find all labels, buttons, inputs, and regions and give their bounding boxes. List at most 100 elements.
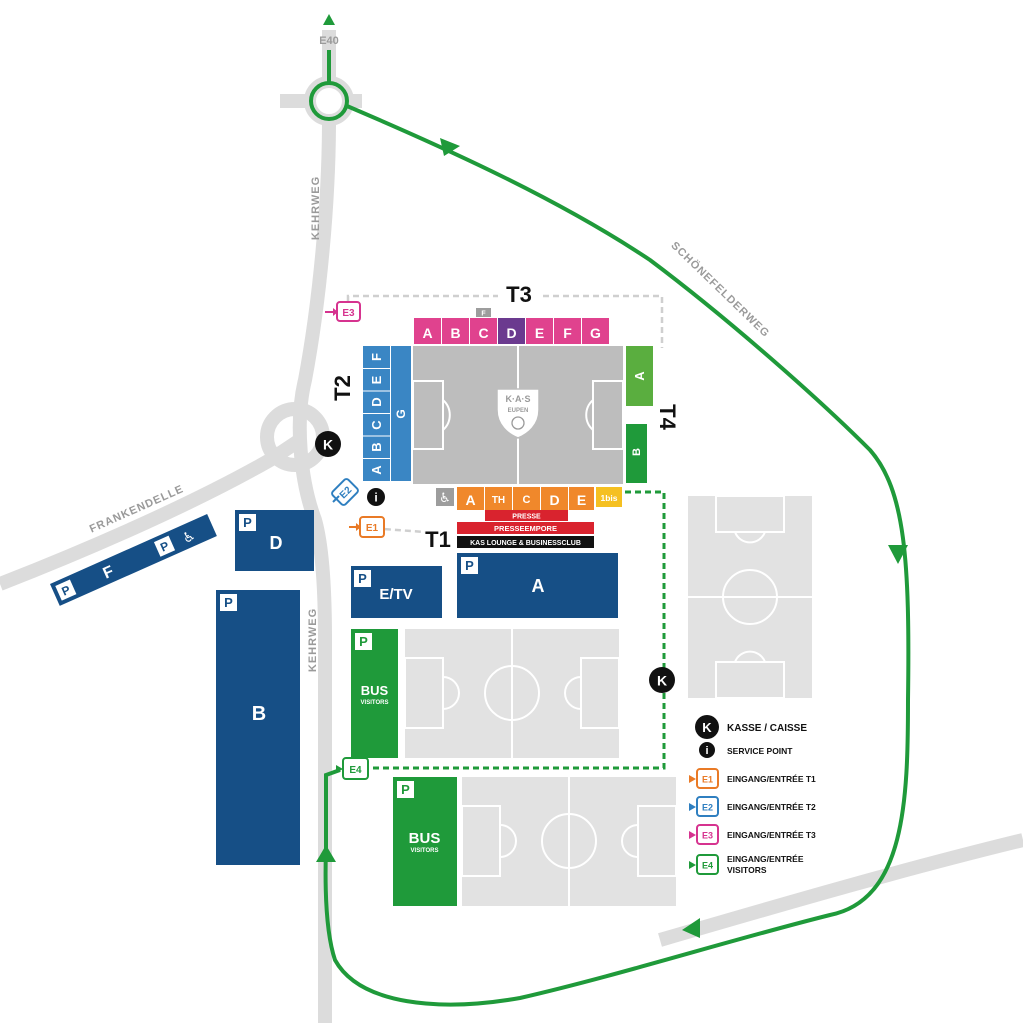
parking-b[interactable]: [216, 590, 300, 865]
parking-bus-2[interactable]: [393, 777, 457, 906]
t1-block-a[interactable]: [457, 487, 484, 510]
entrance-e2[interactable]: E2: [331, 478, 359, 506]
route-e4-branch: [324, 768, 341, 852]
kehrweg-road: [292, 119, 336, 1023]
legend-e4-icon-label: E4: [702, 861, 713, 871]
t1-block-d[interactable]: [541, 487, 568, 510]
t1-wheelchair-icon: ♿: [439, 491, 451, 506]
parking-b-label: B: [252, 703, 266, 725]
t4-block-a[interactable]: [626, 346, 653, 406]
t3-label-d: D: [506, 325, 516, 341]
legend-e1-icon: E1: [689, 768, 719, 789]
legend-e1: EINGANG/ENTRÉE T1: [727, 774, 816, 784]
t1-title: T1: [425, 527, 451, 552]
t1-lounge-bar: [457, 536, 594, 548]
parking-bus-2-p-box: [397, 781, 414, 798]
parking-a-p: P: [465, 558, 474, 573]
t2-label-f: F: [369, 353, 384, 361]
t1-presseempore: PRESSEEMPORE: [494, 524, 557, 533]
kas-logo-bottom: EUPEN: [508, 408, 529, 414]
t1-lounge: KAS LOUNGE & BUSINESSCLUB: [470, 540, 581, 547]
entrance-e1-label: E1: [366, 523, 379, 534]
legend-e2: EINGANG/ENTRÉE T2: [727, 802, 816, 812]
parking-f-strip[interactable]: P F P ♿: [50, 514, 217, 606]
entrance-e3-label: E3: [342, 308, 355, 319]
parking-e-tv-p-box: [354, 570, 371, 587]
parking-bus-1-p-box: [355, 633, 372, 650]
route-main-loop: [323, 104, 911, 1007]
legend-e2-icon-label: E2: [702, 803, 713, 813]
legend-e3: EINGANG/ENTRÉE T3: [727, 830, 816, 840]
stand-t1: ♿ A TH C D E 1bis PRESSE PRESSEEMPORE KA…: [425, 487, 622, 552]
t1-label-d: D: [549, 492, 559, 508]
t3-block-d[interactable]: [498, 318, 525, 344]
route-arrow-e40: [323, 14, 335, 25]
route-roundabout: [309, 81, 349, 121]
parking-bus-1-sub: VISITORS: [361, 700, 389, 706]
parking-a-label: A: [532, 576, 545, 596]
t2-label-g: G: [394, 409, 408, 418]
t3-block-b[interactable]: [442, 318, 469, 344]
t2-label-d: D: [369, 397, 384, 406]
kasse-marker-east[interactable]: [649, 667, 675, 693]
t2-block-labels: F E D C B A G: [369, 353, 408, 475]
parking-b-p: P: [224, 595, 233, 610]
parking-a[interactable]: [457, 553, 618, 618]
t3-label-g: G: [590, 325, 601, 341]
t3-block-c[interactable]: [470, 318, 497, 344]
service-point-marker[interactable]: [367, 488, 385, 506]
kasse-marker-west-label: K: [323, 437, 333, 453]
kasse-marker-west[interactable]: [315, 431, 341, 457]
t1-presseempore-bar: [457, 522, 594, 534]
t1-block-e[interactable]: [569, 487, 594, 510]
training-pitch-2: [461, 777, 677, 906]
route-arrow-3: [682, 918, 700, 938]
t1-block-c[interactable]: [513, 487, 540, 510]
legend-e4-icon: E4: [689, 854, 719, 875]
t2-title: T2: [330, 375, 355, 401]
route-arrows: [316, 14, 908, 938]
t3-block-e[interactable]: [526, 318, 553, 344]
t3-block-a[interactable]: [414, 318, 441, 344]
entrance-e4[interactable]: E4: [336, 757, 369, 780]
t2-label-c: C: [369, 420, 384, 430]
entrance-e1[interactable]: E1: [349, 516, 385, 538]
roads: [0, 30, 1023, 1023]
parking-bus-1-p: P: [359, 634, 368, 649]
t4-block-b[interactable]: [626, 424, 647, 483]
t3-title: T3: [506, 282, 532, 307]
t1-block-1bis[interactable]: [596, 487, 622, 507]
route-arrow-2: [888, 545, 908, 564]
stand-t4: A B T4: [626, 346, 680, 483]
parking-bus-1[interactable]: [351, 629, 398, 758]
t3-block-g[interactable]: [582, 318, 609, 344]
visitors-dashed-path: [370, 490, 666, 770]
kas-logo-ball: [511, 416, 525, 430]
t3-label-a: A: [422, 325, 432, 341]
entrance-e2-arrow: [332, 495, 340, 503]
t2-block-g[interactable]: [391, 346, 411, 481]
route-arrow-1: [440, 138, 460, 156]
schoenefelderweg-label: SCHÖNEFELDERWEG: [668, 239, 772, 340]
t4-title-bg: [654, 396, 680, 438]
parking-d-p: P: [243, 515, 252, 530]
t3-block-f[interactable]: [554, 318, 581, 344]
t1-block-th[interactable]: [485, 487, 512, 510]
legend-e4-line2: VISITORS: [727, 865, 767, 875]
stand-t3: A B C F D E F G T3: [414, 282, 609, 344]
t1-label-a: A: [465, 492, 475, 508]
t1-presse-bar: [485, 510, 568, 521]
legend-e3-icon-label: E3: [702, 831, 713, 841]
e40-label: E40: [319, 35, 339, 47]
t1-label-th: TH: [492, 495, 505, 506]
t3-f-tag: [476, 308, 491, 317]
entrance-e3[interactable]: E3: [325, 301, 361, 322]
service-point-marker-label: i: [374, 491, 377, 505]
t3-title-bg: [498, 284, 540, 306]
kas-logo-top: K·A·S: [506, 394, 531, 404]
t1-wheelchair-tag: [436, 488, 454, 506]
visitor-route: [309, 50, 911, 1007]
parking-f-wheelchair-icon: ♿: [180, 528, 198, 548]
